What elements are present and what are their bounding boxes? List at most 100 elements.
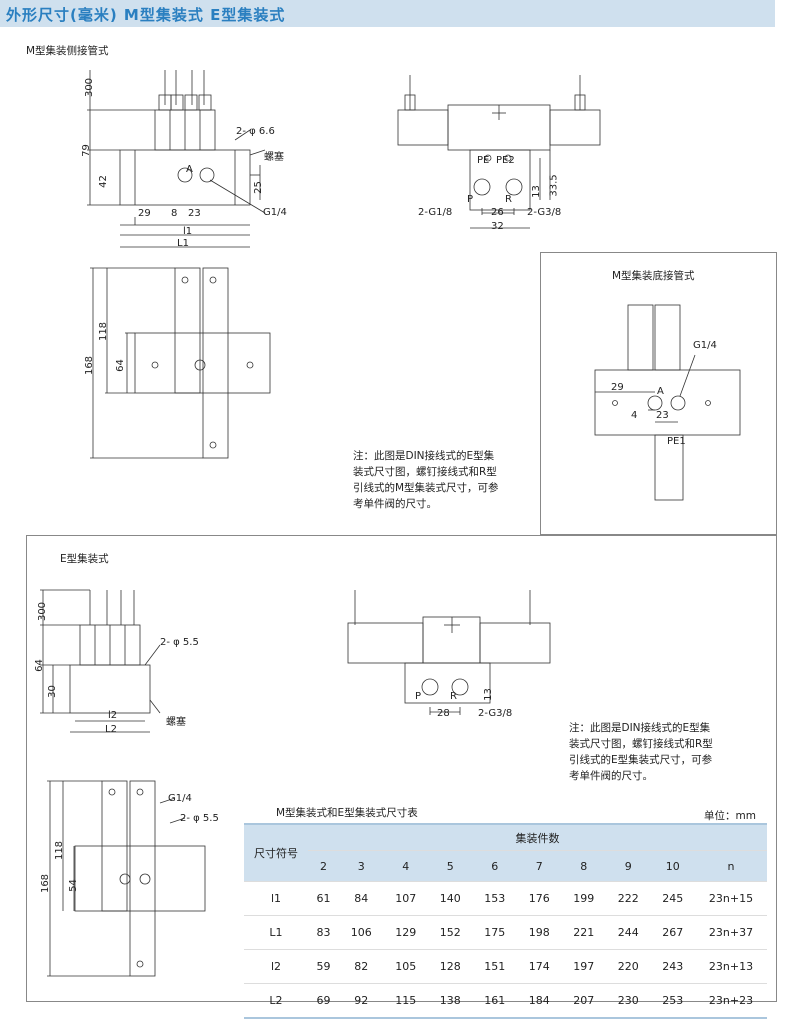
table-cell: 92 [338, 983, 384, 1019]
table-row: L2 69 92 115 138 161 184 207 230 253 23n… [244, 983, 767, 1019]
table-cell: 220 [605, 949, 651, 984]
label-p-e: P [415, 691, 422, 702]
table-cell: 140 [427, 881, 473, 916]
symbol-header: 尺寸符号 [244, 823, 308, 882]
row-symbol: l2 [244, 949, 308, 984]
dim-118-e: 118 [54, 840, 66, 861]
dim-l2: l2 [108, 710, 118, 721]
dim-79: 79 [80, 144, 92, 157]
e-side-drawing [347, 590, 551, 715]
table-cell: 243 [650, 949, 695, 984]
table-cell: 128 [427, 949, 473, 984]
row-symbol: l1 [244, 881, 308, 916]
dim-13-e: 13 [482, 688, 494, 701]
label-plug-e: 螺塞 [166, 717, 186, 728]
section-title-m-bottom: M型集装底接管式 [612, 270, 695, 282]
header-bar: 外形尺寸(毫米) M型集装式 E型集装式 [0, 0, 775, 27]
dim-4: 4 [631, 410, 638, 421]
dim-42: 42 [97, 175, 109, 188]
dim-26: 26 [491, 207, 504, 218]
m-side-front-drawing [87, 70, 266, 248]
label-2-phi-5-5: 2- φ 5.5 [160, 637, 199, 648]
column-header: 3 [338, 850, 384, 882]
table-cell: 106 [338, 915, 384, 950]
dim-168: 168 [84, 355, 96, 376]
table-cell: 84 [338, 881, 384, 916]
label-plug: 螺塞 [264, 152, 284, 163]
table-cell: 23n+13 [695, 949, 767, 984]
table-cell: 221 [561, 915, 606, 950]
table-cell: 23n+15 [695, 881, 767, 916]
table-cell: 115 [383, 983, 428, 1019]
dim-23: 23 [188, 208, 201, 219]
table-cell: 153 [472, 881, 517, 916]
dim-64: 64 [114, 359, 126, 372]
table-row: L1 83 106 129 152 175 198 221 244 267 23… [244, 915, 767, 950]
table-cell: 197 [561, 949, 606, 984]
table-title: M型集装式和E型集装式尺寸表 [276, 807, 418, 819]
table-cell: 82 [338, 949, 384, 984]
column-header: 8 [561, 850, 606, 882]
column-header: 9 [605, 850, 651, 882]
section-title-e-type: E型集装式 [60, 553, 109, 565]
label-pe2: PE2 [496, 155, 515, 166]
page-title: 外形尺寸(毫米) M型集装式 E型集装式 [6, 6, 286, 24]
dim-118: 118 [98, 321, 110, 342]
table-cell: 222 [605, 881, 651, 916]
dim-l1: l1 [183, 226, 193, 237]
table-cell: 245 [650, 881, 695, 916]
e-front-drawing [40, 589, 161, 733]
dim-29-bottom: 29 [611, 382, 624, 393]
table-cell: 23n+23 [695, 983, 767, 1019]
label-a-bottom: A [657, 386, 664, 397]
dim-32: 32 [491, 221, 504, 232]
table-row: l1 61 84 107 140 153 176 199 222 245 23n… [244, 881, 767, 916]
dim-30: 30 [46, 685, 58, 698]
e-note: 注：此图是DIN接线式的E型集装式尺寸图，螺钉接线式和R型引线式的E型集装式尺寸… [569, 722, 713, 782]
label-g1-4-bottom: G1/4 [693, 340, 717, 351]
label-g1-4-e: G1/4 [168, 793, 192, 804]
table-cell: 244 [605, 915, 651, 950]
dim-300: 300 [84, 77, 96, 98]
table-cell: 198 [516, 915, 562, 950]
table-cell: 69 [308, 983, 339, 1019]
table-cell: 138 [427, 983, 473, 1019]
column-header: 5 [427, 850, 473, 882]
table-cell: 151 [472, 949, 517, 984]
table-cell: 59 [308, 949, 339, 984]
row-symbol: L2 [244, 983, 308, 1019]
label-r-e: R [450, 691, 457, 702]
table-cell: 107 [383, 881, 428, 916]
m-side-top-drawing [90, 267, 271, 459]
table-header-row-1: 尺寸符号 集装件数 [244, 823, 767, 882]
table-cell: 230 [605, 983, 651, 1019]
m-side-side-drawing [397, 75, 601, 229]
label-2-g1-8: 2-G1/8 [418, 207, 453, 218]
m-bottom-box [540, 252, 777, 535]
table-cell: 199 [561, 881, 606, 916]
dim-25: 25 [252, 181, 264, 194]
table-cell: 61 [308, 881, 339, 916]
m-bottom-drawing [594, 304, 741, 501]
table-cell: 253 [650, 983, 695, 1019]
table-cell: 83 [308, 915, 339, 950]
table-row: l2 59 82 105 128 151 174 197 220 243 23n… [244, 949, 767, 984]
dim-29: 29 [138, 208, 151, 219]
row-symbol: L1 [244, 915, 308, 950]
label-g1-4: G1/4 [263, 207, 287, 218]
table-header-row-2: 2 3 4 5 6 7 8 9 10 n [244, 850, 767, 882]
table-cell: 184 [516, 983, 562, 1019]
table-cell: 161 [472, 983, 517, 1019]
dim-L1: L1 [177, 238, 189, 249]
label-2-phi-5-5-top: 2- φ 5.5 [180, 813, 219, 824]
dim-8: 8 [171, 208, 178, 219]
table-cell: 267 [650, 915, 695, 950]
section-title-m-side: M型集装侧接管式 [26, 45, 109, 57]
label-r: R [505, 194, 512, 205]
table-cell: 152 [427, 915, 473, 950]
group-header: 集装件数 [308, 823, 767, 851]
table-cell: 105 [383, 949, 428, 984]
dim-300-e: 300 [37, 601, 49, 622]
column-header: n [695, 850, 767, 882]
dim-23-bottom: 23 [656, 410, 669, 421]
